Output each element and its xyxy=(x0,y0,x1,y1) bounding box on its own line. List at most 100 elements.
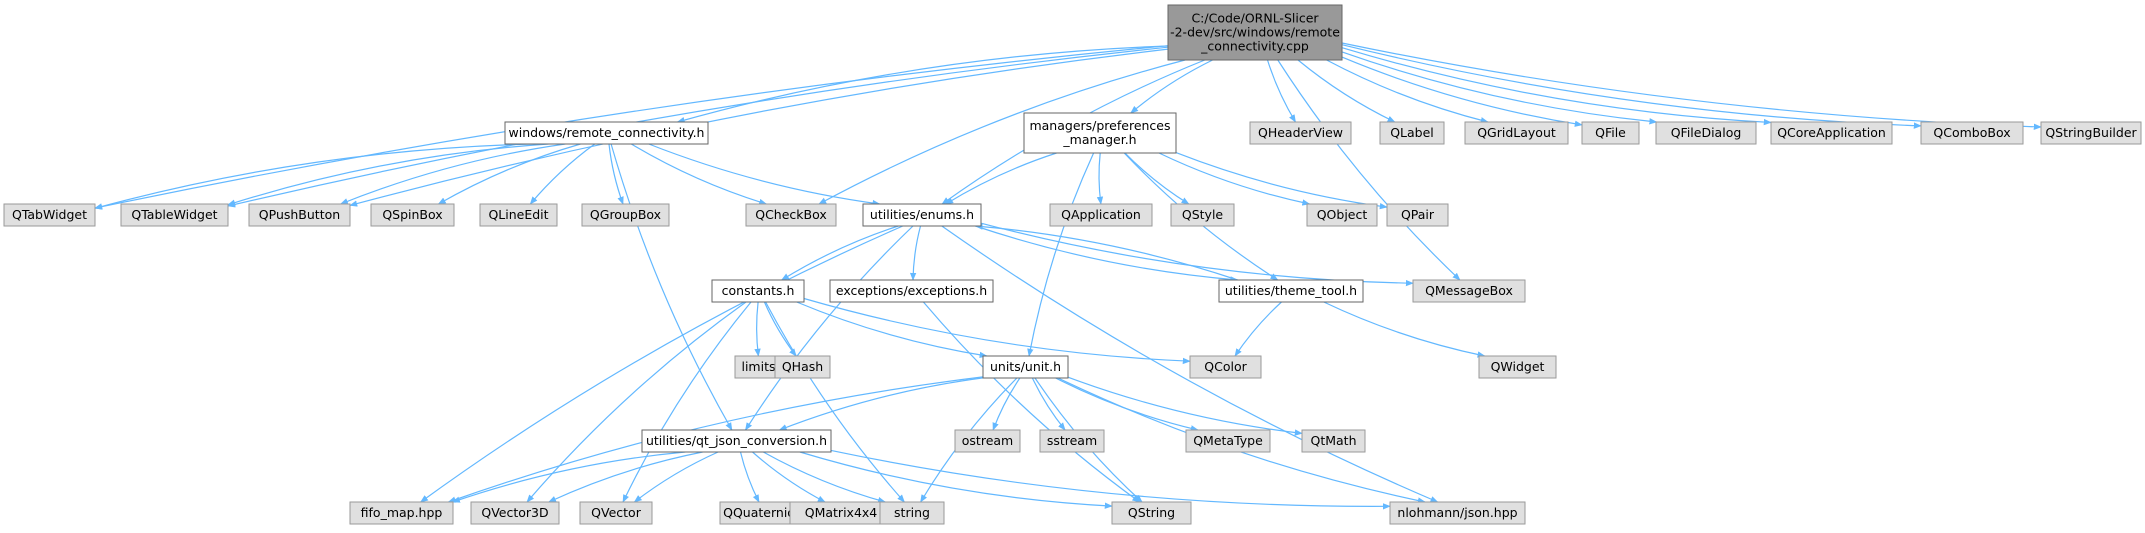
edge-unit-to-QtMath xyxy=(1067,376,1303,436)
edge-enums-to-exc xyxy=(909,225,922,281)
node-box xyxy=(1379,121,1445,145)
edge-unit-to-fifo xyxy=(447,376,984,503)
node-box xyxy=(120,203,229,227)
node-label: QHash xyxy=(782,359,823,374)
nodes-layer: C:/Code/ORNL-Slicer-2-dev/src/windows/re… xyxy=(3,4,2142,525)
edge-const-to-QVector xyxy=(622,301,752,503)
edge-pref-to-enums xyxy=(945,152,1057,205)
node-label: QTabWidget xyxy=(12,207,87,222)
node-label: utilities/theme_tool.h xyxy=(1225,283,1357,298)
edge-enums-to-QMessageBox xyxy=(980,222,1414,287)
node-box xyxy=(349,501,454,525)
edge-rc_h-to-enums xyxy=(648,143,881,207)
node-label: QMetaType xyxy=(1193,433,1263,448)
node-box xyxy=(1655,121,1757,145)
node-label: sstream xyxy=(1047,433,1097,448)
node-box xyxy=(581,203,670,227)
node-box xyxy=(1464,121,1569,145)
node-qwidget: QWidget xyxy=(1478,355,1557,379)
node-box xyxy=(504,121,709,145)
edge-root-to-QTableWidget xyxy=(227,46,1169,208)
node-box xyxy=(954,429,1021,453)
node-label: QStringBuilder xyxy=(2045,125,2137,140)
node-label: QComboBox xyxy=(1933,125,2010,140)
edge-root-to-QTabWidget xyxy=(94,45,1169,210)
edge-rc_h-to-QTableWidget xyxy=(227,143,549,206)
edge-rc_h-to-qjson xyxy=(610,143,733,431)
node-root[interactable]: C:/Code/ORNL-Slicer-2-dev/src/windows/re… xyxy=(1167,4,1343,61)
node-label: utilities/qt_json_conversion.h xyxy=(646,433,827,448)
node-box xyxy=(1920,121,2024,145)
node-box xyxy=(774,355,831,379)
node-exc[interactable]: exceptions/exceptions.h xyxy=(829,279,994,303)
node-box xyxy=(1389,501,1526,525)
node-enums[interactable]: utilities/enums.h xyxy=(862,203,982,227)
node-label: QColor xyxy=(1204,359,1247,374)
node-qgridlayout: QGridLayout xyxy=(1464,121,1569,145)
edge-root-to-QLabel xyxy=(1297,59,1396,123)
node-box xyxy=(1306,203,1378,227)
node-unit[interactable]: units/unit.h xyxy=(982,355,1069,379)
edge-pref-to-QApplication xyxy=(1096,152,1104,205)
node-qlineedit: QLineEdit xyxy=(479,203,558,227)
edge-unit-to-QMetaType xyxy=(1055,377,1199,432)
edge-pref-to-QPair xyxy=(1175,152,1388,210)
node-theme[interactable]: utilities/theme_tool.h xyxy=(1218,279,1364,303)
edge-unit-to-sstream xyxy=(1031,377,1066,431)
node-qstring: QString xyxy=(1111,501,1192,525)
edge-qjson-to-QVector xyxy=(633,451,719,503)
edge-unit-to-qjson xyxy=(778,377,984,431)
node-fifo: fifo_map.hpp xyxy=(349,501,454,525)
node-label: QFileDialog xyxy=(1671,125,1742,140)
node-box xyxy=(879,501,945,525)
node-qcolor: QColor xyxy=(1189,355,1262,379)
edge-enums-to-nlohmann xyxy=(941,225,1439,503)
node-qfiledialog: QFileDialog xyxy=(1655,121,1757,145)
node-label: QMessageBox xyxy=(1425,283,1513,298)
node-box xyxy=(1218,279,1364,303)
edge-rc_h-to-QSpinBox xyxy=(437,143,581,205)
node-label: -2-dev/src/windows/remote xyxy=(1170,25,1340,40)
edge-qjson-to-QVector3D xyxy=(548,451,703,503)
node-qjson[interactable]: utilities/qt_json_conversion.h xyxy=(641,429,832,453)
node-label: exceptions/exceptions.h xyxy=(836,283,987,298)
node-label: fifo_map.hpp xyxy=(361,505,443,520)
node-label: QWidget xyxy=(1491,359,1545,374)
node-box xyxy=(1189,355,1262,379)
node-label: QHeaderView xyxy=(1258,125,1343,140)
node-label: units/unit.h xyxy=(990,359,1061,374)
node-label: QtMath xyxy=(1310,433,1356,448)
node-pref[interactable]: managers/preferences_manager.h xyxy=(1023,112,1177,154)
node-label: QSpinBox xyxy=(382,207,442,222)
edges-layer xyxy=(94,42,2042,510)
node-label: _manager.h xyxy=(1062,132,1136,147)
node-qhash: QHash xyxy=(774,355,831,379)
edge-enums-to-theme xyxy=(975,225,1239,283)
node-qheaderview: QHeaderView xyxy=(1249,121,1352,145)
node-rc_h[interactable]: windows/remote_connectivity.h xyxy=(504,121,709,145)
node-const[interactable]: constants.h xyxy=(711,279,805,303)
node-box xyxy=(1039,429,1105,453)
node-qcoreapplication: QCoreApplication xyxy=(1770,121,1893,145)
edge-theme-to-enums xyxy=(974,223,1238,281)
edge-root-to-QStringBuilder xyxy=(1341,42,2042,130)
node-label: QLabel xyxy=(1390,125,1434,140)
node-box xyxy=(982,355,1069,379)
edge-root-to-QPushButton xyxy=(349,48,1169,207)
edge-root-to-QComboBox xyxy=(1341,44,1922,129)
node-label: QStyle xyxy=(1182,207,1224,222)
node-label: QMatrix4x4 xyxy=(805,505,878,520)
node-qmetatype: QMetaType xyxy=(1185,429,1271,453)
edge-pref-to-QStyle xyxy=(1124,152,1190,205)
node-qspinbox: QSpinBox xyxy=(370,203,455,227)
edge-root-to-QCoreApplication xyxy=(1341,47,1772,126)
node-qtmath: QtMath xyxy=(1301,429,1366,453)
node-string: string xyxy=(879,501,945,525)
node-label: QPushButton xyxy=(259,207,340,222)
edge-root-to-pref xyxy=(1130,59,1213,114)
node-ostream: ostream xyxy=(954,429,1021,453)
edge-root-to-rc_h xyxy=(676,45,1169,124)
node-label: QVector3D xyxy=(481,505,548,520)
edge-exc-to-QString xyxy=(922,301,1141,503)
